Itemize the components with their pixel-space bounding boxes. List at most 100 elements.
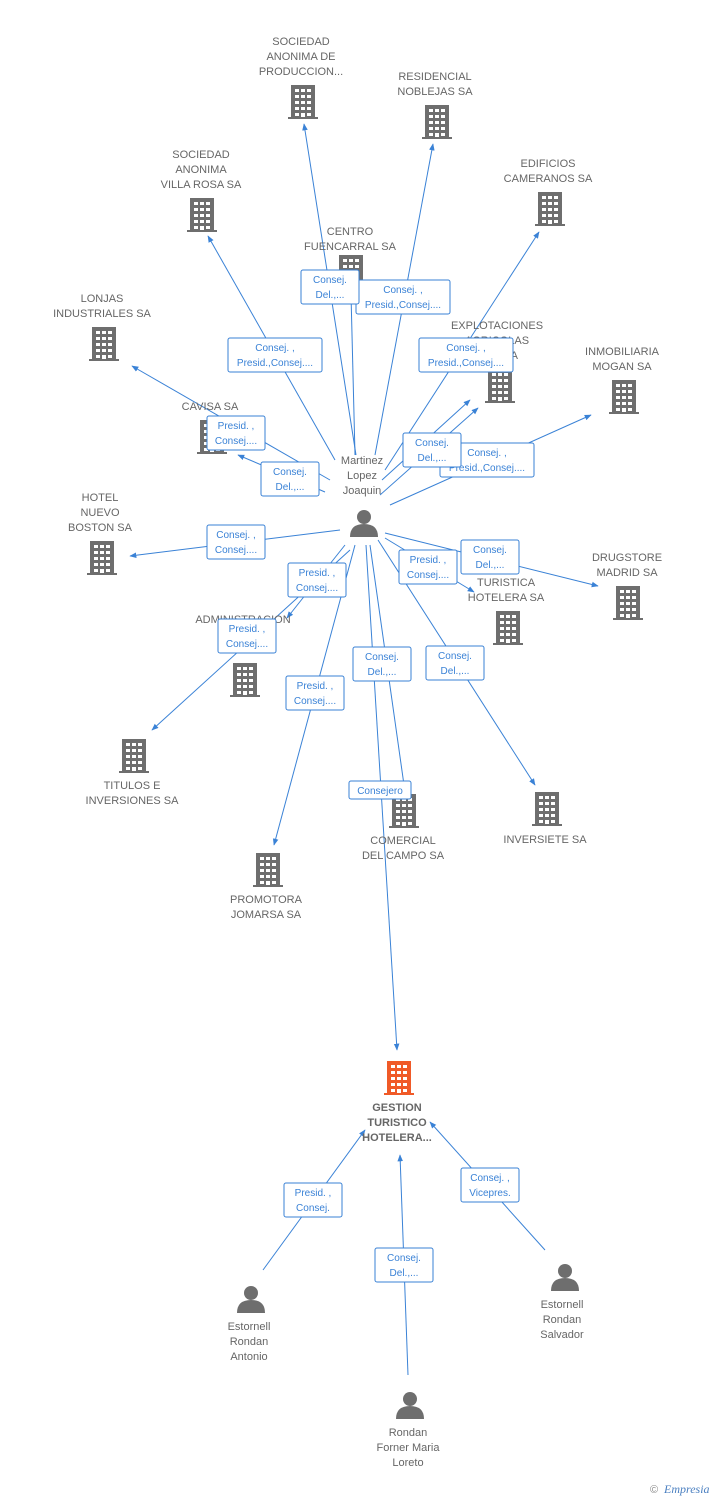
edge-label-martinez-to-lonjas-industriales[interactable]: Presid. ,Consej.... — [206, 415, 266, 451]
edge-label-line: Consej. , — [470, 1173, 509, 1184]
edge-label-martinez-to-soc-anon-villa-rosa[interactable]: Consej. ,Presid.,Consej.... — [227, 337, 323, 373]
edge-label-line: Consej. , — [216, 530, 255, 541]
building-icon-soc-anon-villa-rosa[interactable] — [187, 198, 217, 232]
edge-label-line: Del.,... — [368, 667, 397, 678]
edge-label-line: Consej. — [365, 652, 399, 663]
node-label-line: CAVISA SA — [182, 401, 239, 413]
edge-label-martinez-to-centro-fuencarral[interactable]: Consej.Del.,... — [300, 269, 360, 305]
node-label-cavisa: CAVISA SA — [182, 401, 239, 413]
node-label-line: NOBLEJAS SA — [397, 86, 473, 98]
edge-label-line: Consej. — [273, 467, 307, 478]
building-icon-gestion-turistico[interactable] — [384, 1061, 414, 1095]
person-icon-estornell-antonio[interactable] — [237, 1286, 265, 1313]
edge-label-line: Presid.,Consej.... — [428, 358, 504, 369]
node-label-line: Rondan — [230, 1336, 269, 1348]
node-label-line: COMERCIAL — [370, 835, 435, 847]
building-icon-promotora-jomarsa[interactable] — [253, 853, 283, 887]
building-icon-lonjas-industriales[interactable] — [89, 327, 119, 361]
building-icon-titulos-inversiones[interactable] — [119, 739, 149, 773]
building-icon-drugstore-madrid[interactable] — [613, 586, 643, 620]
edge-label-line: Presid. , — [410, 555, 447, 566]
edge-label-martinez-to-edificios-cameranos[interactable]: Consej. , Presid.,Consej.... — [418, 337, 514, 373]
building-icon-administracion[interactable] — [230, 663, 260, 697]
building-icon-inversiete[interactable] — [532, 792, 562, 826]
brand-logo[interactable]: Empresia — [663, 1482, 710, 1496]
building-icon-hotel-nuevo-boston[interactable] — [87, 541, 117, 575]
building-icon-soc-anon-produccion[interactable] — [288, 85, 318, 119]
building-icon-comercial-campo[interactable] — [389, 794, 419, 828]
edge-label-estornell-antonio-to-gestion-turistico[interactable]: Presid. ,Consej. — [283, 1182, 343, 1218]
node-label-line: MADRID SA — [596, 567, 658, 579]
edge-label-line: Consej.... — [407, 570, 449, 581]
node-label-line: JOMARSA SA — [231, 909, 302, 921]
node-label-line: RESIDENCIAL — [398, 71, 471, 83]
edge-label-line: Consej. , — [383, 285, 422, 296]
building-icon-edificios-cameranos[interactable] — [535, 192, 565, 226]
node-label-line: Estornell — [228, 1321, 271, 1333]
building-icon-explotaciones[interactable] — [485, 369, 515, 403]
person-icon-martinez[interactable] — [350, 510, 378, 537]
building-icon-turistica-hotelera[interactable] — [493, 611, 523, 645]
node-label-line: CAMERANOS SA — [504, 173, 593, 185]
person-icon-estornell-salvador[interactable] — [551, 1264, 579, 1291]
node-label-line: NUEVO — [80, 507, 120, 519]
node-label-line: VILLA ROSA SA — [161, 179, 242, 191]
edge-label-martinez-to-hotel-nuevo-boston[interactable]: Consej. , Consej.... — [206, 524, 266, 560]
edge-label-martinez-to-inmobiliaria-mogan[interactable]: Consej. , Presid.,Consej.... — [439, 442, 535, 478]
edge-label-line: Consej. , — [446, 343, 485, 354]
node-label-line: MOGAN SA — [592, 361, 652, 373]
edge-label-line: Presid. , — [229, 624, 266, 635]
edge-label-martinez-to-administracion[interactable]: Presid. ,Consej.... — [287, 562, 347, 598]
edge-label-line: Presid. , — [299, 568, 336, 579]
edge-label-martinez-to-residencial-noblejas[interactable]: Consej. , Presid.,Consej.... — [355, 279, 451, 315]
node-label-line: ANONIMA DE — [266, 51, 335, 63]
edge-label-martinez-to-cavisa[interactable]: Consej.Del.,... — [260, 461, 320, 497]
node-label-line: Salvador — [540, 1329, 584, 1341]
edge-label-line: Presid.,Consej.... — [365, 300, 441, 311]
edge-label-estornell-salvador-to-gestion-turistico[interactable]: Consej. ,Vicepres. — [460, 1167, 520, 1203]
node-label-line: INVERSIONES SA — [86, 795, 180, 807]
edge-label-martinez-to-promotora-jomarsa[interactable]: Presid. ,Consej.... — [285, 675, 345, 711]
edge-label-line: Presid. , — [295, 1188, 332, 1199]
node-label-line: Forner Maria — [377, 1442, 441, 1454]
edge-label-martinez-to-turistica-hotelera[interactable]: Presid. , Consej.... — [398, 549, 458, 585]
edge-label-line: Consej.... — [215, 436, 257, 447]
edge-label-martinez-to-titulos-inversiones[interactable]: Presid. , Consej.... — [217, 618, 277, 654]
node-label-line: Joaquin — [343, 485, 382, 497]
edge-label-line: Consej.... — [226, 639, 268, 650]
edge-label-line: Consej. , — [467, 448, 506, 459]
edge-label-martinez-to-gestion-turistico[interactable]: Consejero — [348, 780, 412, 800]
edge-label-line: Presid.,Consej.... — [237, 358, 313, 369]
building-icon-inmobiliaria-mogan[interactable] — [609, 380, 639, 414]
node-label-line: Lopez — [347, 470, 377, 482]
edge-label-line: Consej.... — [215, 545, 257, 556]
node-label-line: DRUGSTORE — [592, 552, 662, 564]
edge-label-martinez-to-explotaciones[interactable]: Consej.Del.,... — [402, 432, 462, 468]
edge-label-line: Consej. — [438, 651, 472, 662]
edge-label-martinez-to-inversiete[interactable]: Consej.Del.,... — [425, 645, 485, 681]
person-icon-rondan-forner[interactable] — [396, 1392, 424, 1419]
building-icon-residencial-noblejas[interactable] — [422, 105, 452, 139]
edge-label-martinez-to-comercial-campo[interactable]: Consej. Del.,... — [352, 646, 412, 682]
node-label-line: INMOBILIARIA — [585, 346, 660, 358]
node-label-line: SOCIEDAD — [272, 36, 330, 48]
edge-label-line: Presid.,Consej.... — [449, 463, 525, 474]
edge-label-rondan-forner-to-gestion-turistico[interactable]: Consej.Del.,... — [374, 1247, 434, 1283]
edge-label-martinez-to-drugstore-madrid[interactable]: Consej.Del.,... — [460, 539, 520, 575]
node-label-line: BOSTON SA — [68, 522, 133, 534]
edge-label-line: Consejero — [357, 786, 403, 797]
edge-label-line: Del.,... — [418, 453, 447, 464]
